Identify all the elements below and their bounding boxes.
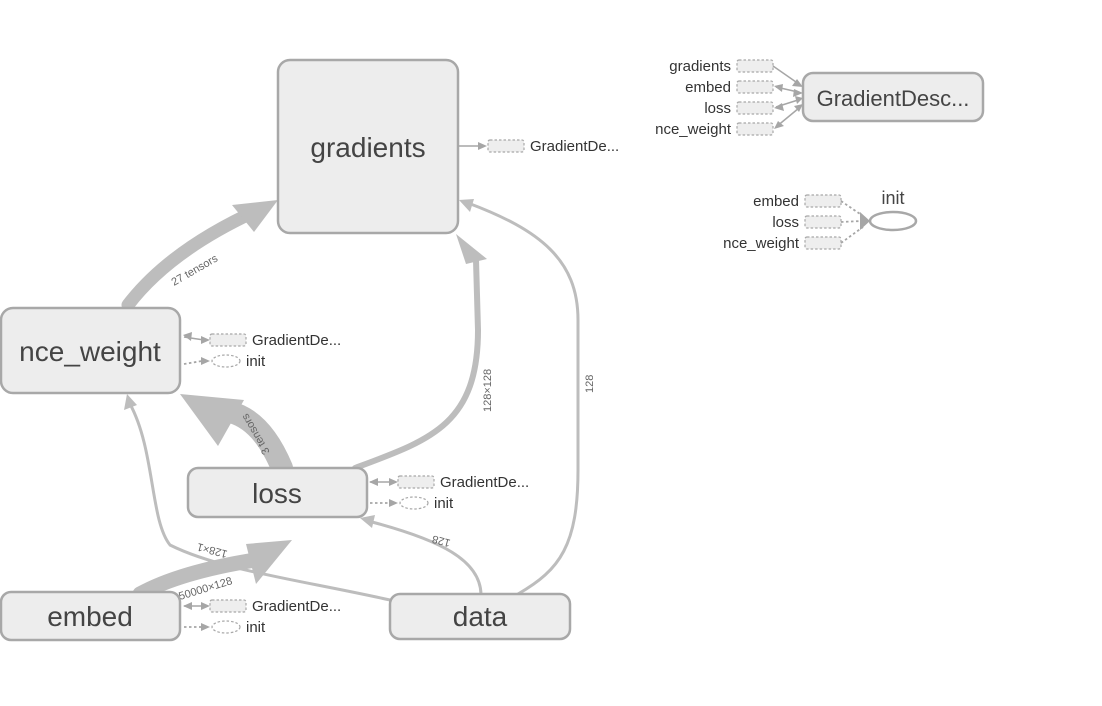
edge-loss-to-gradients[interactable]	[352, 257, 482, 471]
aux-gradients-output: GradientDe...	[458, 138, 619, 155]
edge-embed-to-loss-arrowhead	[246, 540, 292, 584]
gd-input-nce-weight-label: nce_weight	[655, 121, 732, 138]
gd-input-embed-marker[interactable]	[736, 80, 774, 94]
node-embed-label: embed	[47, 601, 133, 632]
nce-weight-gradient-marker[interactable]	[209, 333, 247, 347]
edge-data-to-nce-weight[interactable]	[128, 402, 392, 602]
aux-embed: GradientDe... init	[183, 598, 341, 636]
init-input-nce-weight-marker[interactable]	[804, 236, 842, 250]
edge-loss-to-gradients-arrowhead	[456, 234, 487, 264]
init-node-group: init embed loss nce_weight	[723, 188, 918, 252]
loss-gradient-marker[interactable]	[397, 475, 435, 489]
nce-weight-init-label: init	[246, 353, 266, 370]
init-input-nce-weight-label: nce_weight	[723, 235, 800, 252]
gd-input-gradients-label: gradients	[669, 58, 731, 75]
init-input-loss-label: loss	[772, 214, 799, 231]
node-loss[interactable]: loss	[186, 466, 369, 519]
gradient-descent-inputs: gradients embed loss nce_weight	[655, 58, 803, 138]
edge-nce-weight-to-gradients-arrowhead	[232, 200, 278, 232]
edge-data-to-nce-weight-arrowhead	[124, 394, 137, 410]
node-nce-weight[interactable]: nce_weight	[0, 306, 182, 395]
embed-gradient-label: GradientDe...	[252, 598, 341, 615]
edge-label-loss-to-gradients: 128×128	[482, 369, 494, 412]
init-input-embed-label: embed	[753, 193, 799, 210]
nce-weight-gradient-label: GradientDe...	[252, 332, 341, 349]
init-node[interactable]	[868, 210, 918, 232]
loss-init-marker[interactable]	[399, 496, 429, 510]
aux-nce-weight: GradientDe... init	[183, 332, 341, 370]
gradients-output-marker[interactable]	[487, 139, 525, 153]
node-data-label: data	[453, 601, 508, 632]
gradients-output-label: GradientDe...	[530, 138, 619, 155]
gd-input-embed-label: embed	[685, 79, 731, 96]
loss-init-label: init	[434, 495, 454, 512]
edge-data-to-gradients[interactable]	[466, 201, 580, 596]
init-node-label: init	[881, 188, 904, 208]
edge-nce-weight-to-gradients[interactable]	[121, 203, 265, 312]
embed-gradient-marker[interactable]	[209, 599, 247, 613]
edge-embed-to-loss[interactable]	[132, 552, 263, 602]
gd-input-nce-weight-marker[interactable]	[736, 122, 774, 136]
edge-label-data-to-loss: 128	[431, 532, 452, 548]
node-loss-label: loss	[252, 478, 302, 509]
graph-edges: 27 tensors 3 tensors 128×128 128 128 128…	[121, 199, 596, 603]
node-gradient-descent-label: GradientDesc...	[817, 86, 970, 111]
node-data[interactable]: data	[388, 592, 572, 641]
node-gradients[interactable]: gradients	[276, 58, 460, 235]
nce-weight-init-marker[interactable]	[211, 354, 241, 368]
gd-input-gradients-marker[interactable]	[736, 59, 774, 73]
loss-gradient-label: GradientDe...	[440, 474, 529, 491]
edge-data-to-gradients-arrowhead	[459, 199, 474, 212]
gd-input-loss-label: loss	[704, 100, 731, 117]
edge-loss-to-nce-weight[interactable]	[219, 401, 293, 479]
init-input-embed-marker[interactable]	[804, 194, 842, 208]
init-input-arrowhead	[860, 212, 870, 230]
node-gradient-descent[interactable]: GradientDesc...	[801, 71, 985, 123]
edge-data-to-loss[interactable]	[370, 520, 483, 596]
node-gradients-label: gradients	[310, 132, 425, 163]
embed-init-label: init	[246, 619, 266, 636]
node-nce-weight-label: nce_weight	[19, 336, 161, 367]
node-embed[interactable]: embed	[0, 590, 182, 642]
edge-data-to-loss-arrowhead	[360, 515, 375, 528]
edge-label-data-to-gradients: 128	[584, 375, 596, 393]
init-input-loss-marker[interactable]	[804, 215, 842, 229]
aux-loss: GradientDe... init	[369, 474, 529, 512]
embed-init-marker[interactable]	[211, 620, 241, 634]
edge-loss-to-nce-weight-arrowhead	[180, 394, 244, 446]
gd-input-loss-marker[interactable]	[736, 101, 774, 115]
